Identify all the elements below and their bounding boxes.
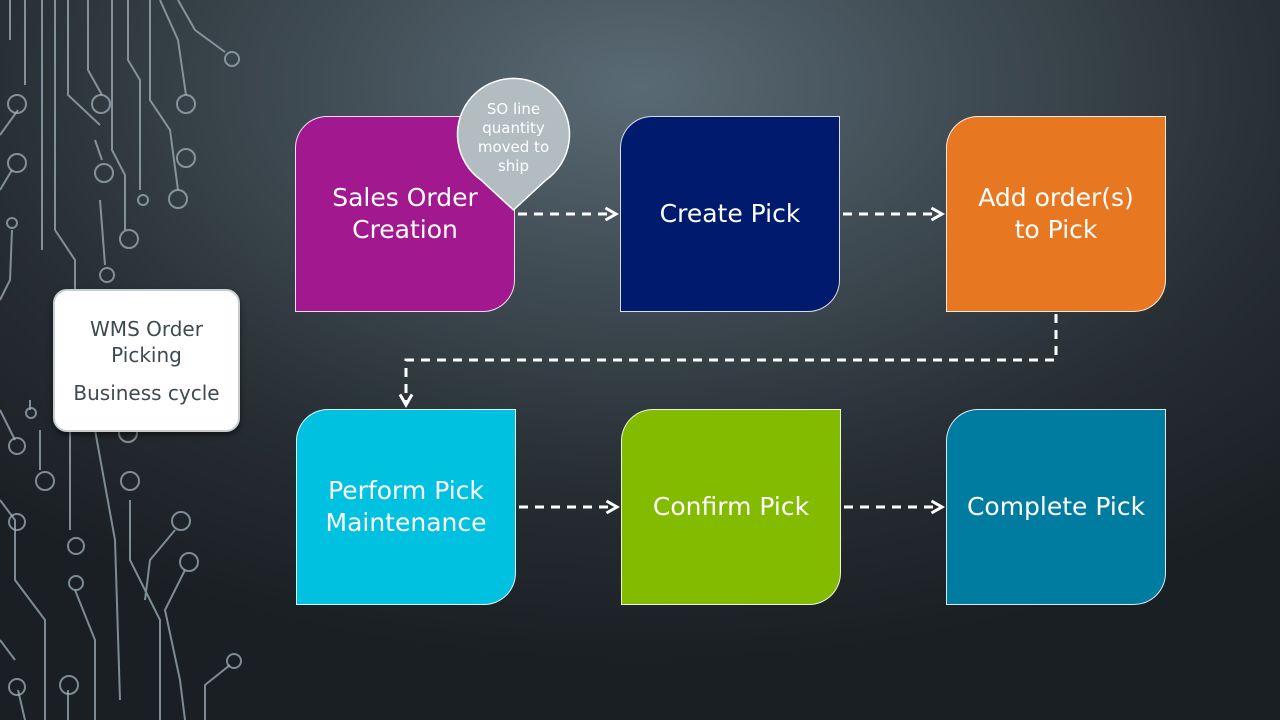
callout-text: SO line quantity moved to ship <box>477 100 550 175</box>
step-label: Perform Pick Maintenance <box>325 476 487 537</box>
step-complete-pick: Complete Pick <box>946 409 1166 605</box>
step-add-orders-to-pick: Add order(s) to Pick <box>946 116 1166 312</box>
callout-pin <box>456 77 571 212</box>
arrow-add-to-perform <box>398 314 1058 409</box>
title-box: WMS Order Picking Business cycle <box>53 289 240 432</box>
step-label: Confirm Pick <box>652 492 810 521</box>
title-text: WMS Order Picking <box>90 316 203 367</box>
circuit-decoration <box>0 0 242 720</box>
step-perform-pick-maintenance: Perform Pick Maintenance <box>296 409 516 605</box>
step-create-pick: Create Pick <box>620 116 840 312</box>
subtitle-text: Business cycle <box>73 380 220 405</box>
step-label: Add order(s) to Pick <box>978 183 1134 244</box>
step-label: Create Pick <box>659 199 801 228</box>
step-confirm-pick: Confirm Pick <box>621 409 841 605</box>
step-label: Sales Order Creation <box>332 183 478 244</box>
step-label: Complete Pick <box>966 492 1146 521</box>
